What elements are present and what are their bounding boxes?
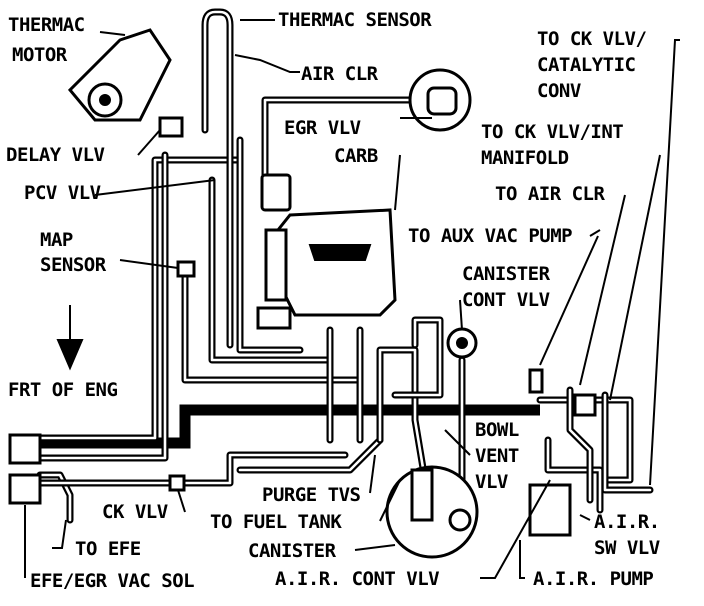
label-ck-vlv: CK VLV	[102, 501, 168, 523]
front-of-engine-arrow	[56, 305, 84, 371]
hose-canister-2-inner	[393, 318, 442, 397]
label-air-pump: A.I.R. PUMP	[533, 568, 653, 590]
leader-lines	[24, 19, 680, 579]
air-pump	[528, 483, 572, 537]
components	[8, 28, 597, 559]
label-thermac-motor-2: MOTOR	[12, 44, 68, 66]
label-to-air-clr: TO AIR CLR	[495, 183, 605, 205]
hose-left-1-inner	[38, 158, 242, 440]
label-bowl-vent-vlv-3: VLV	[475, 471, 508, 493]
label-to-efe: TO EFE	[75, 538, 141, 560]
hose-carb-top-inner	[238, 138, 302, 352]
thermac-motor	[67, 28, 172, 122]
canister-control-valve	[446, 327, 478, 359]
canister	[385, 465, 479, 559]
label-to-fuel-tank: TO FUEL TANK	[210, 511, 342, 533]
hose-thermac-sensor-inner	[203, 10, 232, 347]
label-air-clr: AIR CLR	[301, 63, 379, 85]
efe-egr-vac-sol	[8, 433, 42, 505]
label-to-ck-vlv-catalytic-3: CONV	[537, 80, 581, 102]
labels: THERMAC MOTOR THERMAC SENSOR AIR CLR EGR…	[6, 9, 660, 592]
air-control-valve	[528, 368, 544, 394]
hose-to-catalytic-inner	[603, 393, 652, 492]
label-air-sw-vlv-2: SW VLV	[594, 537, 660, 559]
hose-egr-inner	[263, 98, 422, 182]
air-switching-valve	[573, 393, 597, 417]
label-to-ck-vlv-catalytic-2: CATALYTIC	[537, 54, 636, 76]
label-air-cont-vlv: A.I.R. CONT VLV	[275, 568, 439, 590]
label-bowl-vent-vlv-2: VENT	[475, 445, 519, 467]
label-canister-cont-vlv-2: CONT VLV	[462, 289, 550, 311]
label-delay-vlv: DELAY VLV	[6, 144, 105, 166]
air-cleaner	[408, 68, 472, 132]
label-frt-of-eng: FRT OF ENG	[8, 379, 117, 401]
hose-purge-inner	[238, 438, 382, 472]
label-thermac-sensor: THERMAC SENSOR	[278, 9, 432, 31]
hose-air-sw-inner	[546, 438, 602, 512]
hose-left-2-inner	[38, 153, 167, 460]
label-bowl-vent-vlv-1: BOWL	[475, 419, 519, 441]
check-valve	[168, 474, 186, 492]
map-sensor	[176, 260, 196, 278]
hose-ck-vlv-inner	[38, 453, 347, 485]
hose-pcv-inner	[210, 178, 332, 362]
label-map-sensor-1: MAP	[40, 229, 73, 251]
label-to-ck-vlv-int-2: MANIFOLD	[481, 147, 569, 169]
label-map-sensor-2: SENSOR	[40, 254, 107, 276]
hose-canister-1-inner	[378, 348, 427, 482]
label-to-aux-vac-pump: TO AUX VAC PUMP	[408, 225, 572, 247]
vacuum-hoses	[36, 8, 654, 524]
label-air-sw-vlv-1: A.I.R.	[594, 511, 660, 533]
hose-egr	[261, 96, 424, 184]
label-purge-tvs: PURGE TVS	[262, 484, 361, 506]
label-thermac-motor-1: THERMAC	[8, 14, 85, 36]
label-to-ck-vlv-int-1: TO CK VLV/INT	[481, 121, 623, 143]
label-efe-egr-vac-sol: EFE/EGR VAC SOL	[30, 570, 194, 592]
label-egr-vlv: EGR VLV	[284, 117, 361, 139]
label-canister: CANISTER	[248, 540, 337, 562]
carburetor	[256, 173, 397, 330]
hose-to-ck-vlv-inner	[568, 388, 592, 502]
label-canister-cont-vlv-1: CANISTER	[462, 263, 551, 285]
label-carb: CARB	[334, 145, 378, 167]
label-pcv-vlv: PCV VLV	[24, 182, 101, 204]
delay-valve	[158, 116, 184, 138]
label-to-ck-vlv-catalytic-1: TO CK VLV/	[537, 28, 646, 50]
hose-map-inner	[183, 268, 362, 382]
